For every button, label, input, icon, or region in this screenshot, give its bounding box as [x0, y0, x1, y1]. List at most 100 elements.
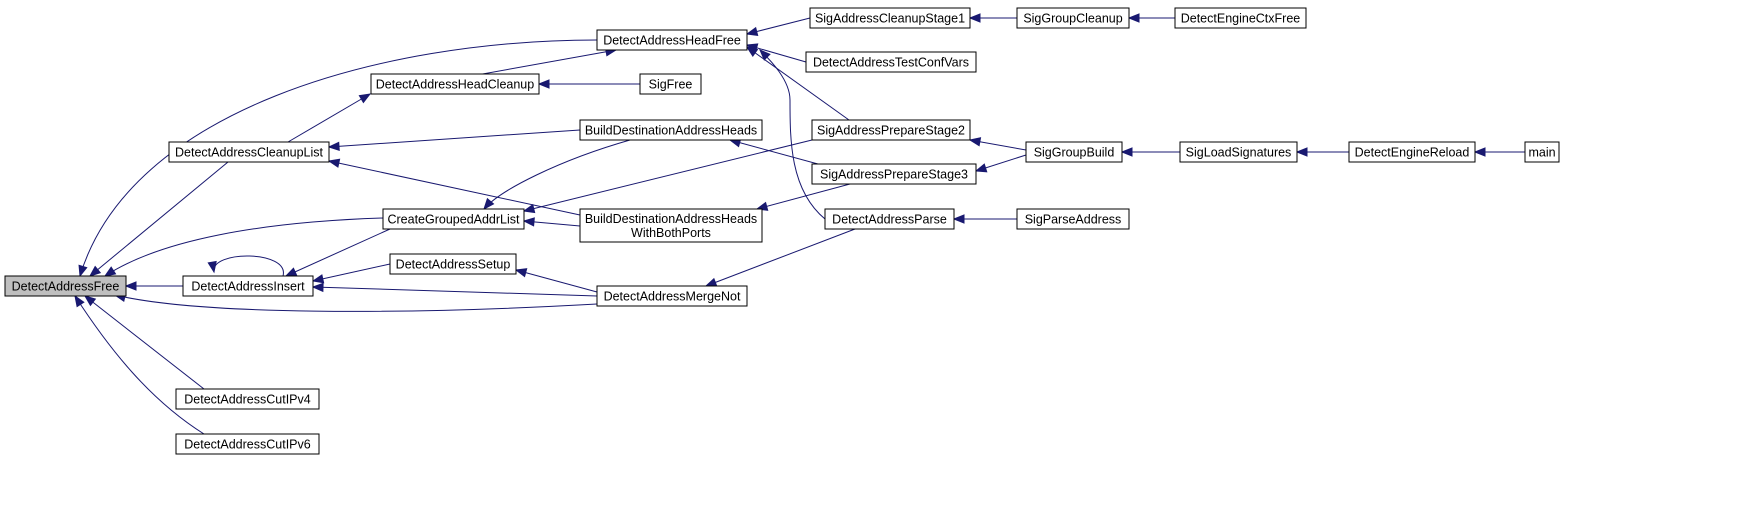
edge-n9-to-n16	[483, 139, 631, 211]
edge-arrowhead	[483, 197, 495, 211]
node-box	[389, 253, 517, 275]
node-detectenginectxfree[interactable]: DetectEngineCtxFree	[1174, 7, 1307, 29]
node-label: SigParseAddress	[1025, 213, 1122, 227]
node-label: SigAddressPrepareStage2	[817, 124, 965, 138]
node-detectaddressmergenot[interactable]: DetectAddressMergeNot	[596, 285, 748, 307]
edge-arrowhead	[745, 26, 759, 37]
node-siggroupbuild[interactable]: SigGroupBuild	[1025, 141, 1123, 163]
edge-n19-to-n18	[952, 214, 1017, 224]
node-sigaddresscleanupstage1[interactable]: SigAddressCleanupStage1	[809, 7, 971, 29]
edge-arrowhead	[522, 217, 535, 227]
edge-line	[312, 263, 391, 282]
node-detectaddressheadfree[interactable]: DetectAddressHeadFree	[596, 29, 748, 51]
edge-arrowhead	[358, 93, 372, 104]
edge-line	[515, 269, 598, 293]
node-label: SigAddressPrepareStage3	[820, 168, 968, 182]
edge-arrowhead	[327, 158, 341, 168]
node-box	[824, 208, 955, 230]
node-box	[805, 51, 977, 73]
node-label: DetectEngineCtxFree	[1181, 12, 1301, 26]
edge-arrowhead	[207, 260, 217, 274]
node-builddestinationaddressheadswithbothports[interactable]: BuildDestinationAddressHeadsWithBothPort…	[579, 208, 763, 243]
nodes-layer: DetectAddressFreeDetectAddressHeadFreeSi…	[4, 7, 1560, 455]
edges-layer	[74, 13, 1525, 435]
edge-n9-to-n8	[327, 129, 581, 152]
edge-line	[756, 183, 851, 210]
edge-n3-to-n2	[968, 13, 1017, 23]
edge-n17-to-n16	[522, 217, 581, 227]
node-box	[579, 119, 763, 141]
node-box	[811, 119, 971, 141]
node-detectaddressinsert[interactable]: DetectAddressInsert	[182, 275, 314, 297]
node-box	[175, 388, 320, 410]
node-main[interactable]: main	[1524, 141, 1560, 163]
edge-line	[79, 39, 598, 277]
edge-arrowhead	[952, 214, 965, 224]
node-detectenginereload[interactable]: DetectEngineReload	[1348, 141, 1476, 163]
edge-arrowhead	[1127, 13, 1140, 23]
edge-n13-to-n12	[1295, 147, 1349, 157]
node-label: BuildDestinationAddressHeads	[585, 124, 757, 138]
node-sigparseaddress[interactable]: SigParseAddress	[1016, 208, 1130, 230]
edge-n7-to-n6	[537, 79, 640, 89]
node-label: SigGroupBuild	[1034, 146, 1115, 160]
edge-arrowhead	[1120, 147, 1133, 157]
node-box	[1348, 141, 1476, 163]
edge-arrowhead	[88, 265, 102, 277]
edge-line	[74, 295, 205, 435]
node-detectaddressparse[interactable]: DetectAddressParse	[824, 208, 955, 230]
edge-line	[114, 294, 598, 312]
edge-n22-to-n20	[311, 282, 598, 297]
edge-arrowhead	[284, 267, 298, 277]
edge-n11-to-n10	[968, 137, 1027, 151]
node-box	[168, 141, 330, 163]
node-detectaddresscleanuplist[interactable]: DetectAddressCleanupList	[168, 141, 330, 163]
edge-n12-to-n11	[1120, 147, 1180, 157]
node-label: SigLoadSignatures	[1186, 146, 1292, 160]
node-siggroupcleanup[interactable]: SigGroupCleanup	[1016, 7, 1130, 29]
node-detectaddressfree[interactable]: DetectAddressFree	[4, 275, 127, 297]
node-label: DetectAddressSetup	[396, 258, 511, 272]
edge-n18-to-n1	[759, 49, 826, 220]
node-label: CreateGroupedAddrList	[387, 213, 520, 227]
node-box	[1174, 7, 1307, 29]
edge-arrowhead	[537, 79, 550, 89]
edge-n15-to-n17	[755, 183, 851, 211]
node-detectaddresscutipv4[interactable]: DetectAddressCutIPv4	[175, 388, 320, 410]
node-detectaddressheadcleanup[interactable]: DetectAddressHeadCleanup	[370, 73, 540, 95]
node-builddestinationaddressheads[interactable]: BuildDestinationAddressHeads	[579, 119, 763, 141]
edge-n8-to-n0	[88, 161, 229, 277]
edge-line	[84, 295, 205, 390]
edge-n1-to-n0	[78, 39, 598, 278]
node-sigaddresspreparestage3[interactable]: SigAddressPrepareStage3	[811, 163, 977, 185]
edge-n16-to-n20	[284, 228, 391, 277]
edge-arrowhead	[311, 282, 324, 293]
edge-arrowhead	[74, 294, 85, 308]
edge-arrowhead	[704, 277, 718, 287]
node-label: SigGroupCleanup	[1023, 12, 1122, 26]
edge-n2-to-n1	[745, 17, 811, 37]
node-label: DetectAddressCutIPv6	[184, 438, 310, 452]
edge-arrowhead	[1473, 147, 1486, 157]
node-sigaddresspreparestage2[interactable]: SigAddressPrepareStage2	[811, 119, 971, 141]
node-label: SigAddressCleanupStage1	[815, 12, 965, 26]
node-box	[370, 73, 540, 95]
node-detectaddresscutipv6[interactable]: DetectAddressCutIPv6	[175, 433, 320, 455]
edge-n20-to-n0	[124, 281, 183, 291]
node-label: SigFree	[649, 78, 693, 92]
edge-arrowhead	[124, 281, 137, 291]
edge-arrowhead	[1295, 147, 1308, 157]
edge-line	[104, 217, 384, 277]
node-label: DetectAddressInsert	[191, 280, 305, 294]
node-detectaddresssetup[interactable]: DetectAddressSetup	[389, 253, 517, 275]
edge-line	[705, 228, 856, 287]
node-sigloadsignatures[interactable]: SigLoadSignatures	[1179, 141, 1298, 163]
edge-n17-to-n8	[327, 158, 581, 216]
edge-arrowhead	[514, 268, 528, 278]
node-box	[811, 163, 977, 185]
node-detectaddresstestconfvars[interactable]: DetectAddressTestConfVars	[805, 51, 977, 73]
edge-n4-to-n3	[1127, 13, 1175, 23]
node-sigfree[interactable]: SigFree	[639, 73, 702, 95]
node-creategroupedaddrlist[interactable]: CreateGroupedAddrList	[382, 208, 525, 230]
edge-line	[213, 255, 284, 277]
